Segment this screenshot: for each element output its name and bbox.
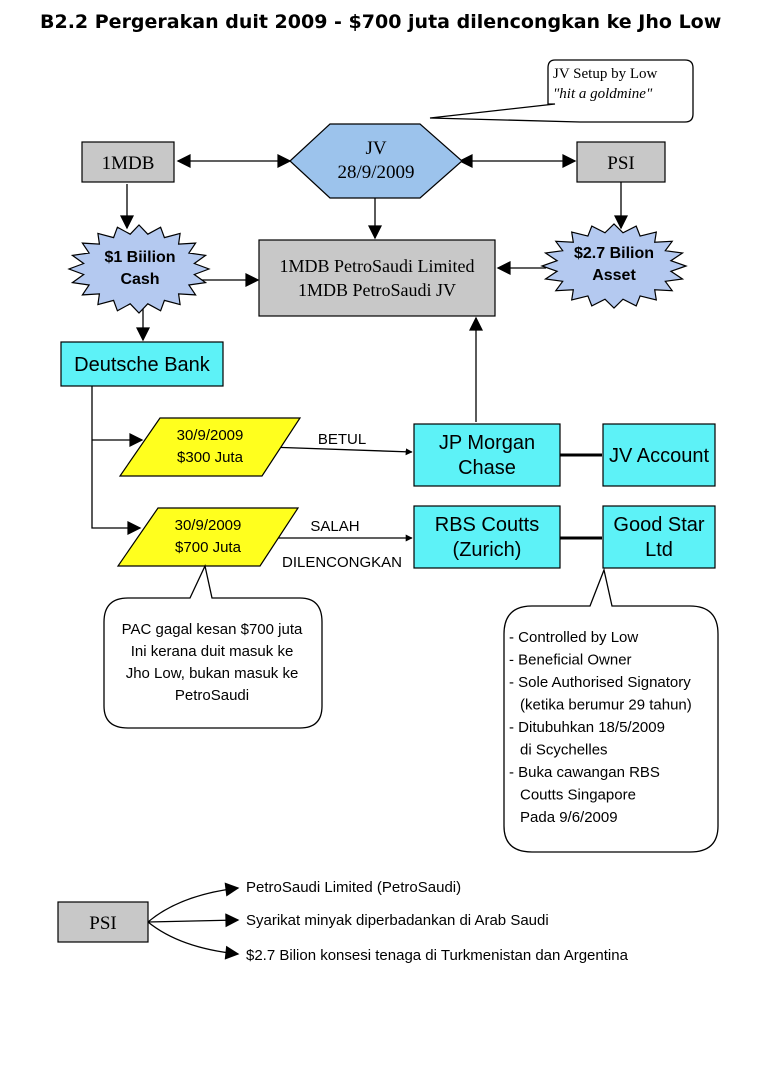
legend-arrow-1 [147,882,240,923]
good-star-note-line: - Controlled by Low [509,629,638,646]
legend-item-1: PetroSaudi Limited (PetroSaudi) [246,879,461,896]
jp-morgan-line-2: Chase [458,457,516,479]
cash-label: Cash [120,271,159,288]
node-transfer-300: 30/9/2009 $300 Juta [118,417,302,477]
node-petrosaudi-jv: 1MDB PetroSaudi Limited 1MDB PetroSaudi … [258,239,496,317]
good-star-notes-callout: - Controlled by Low - Beneficial Owner - S… [503,567,719,853]
node-jv: JV 28/9/2009 [289,123,463,199]
node-transfer-700: 30/9/2009 $700 Juta [116,507,300,567]
node-jv-account: JV Account [602,423,716,487]
node-1mdb: 1MDB [81,141,175,183]
jp-morgan-line-1: JP Morgan [439,432,535,454]
node-good-star: Good Star Ltd [602,505,716,569]
pac-line-1: PAC gagal kesan $700 juta [122,621,303,638]
node-1mdb-label: 1MDB [102,153,155,174]
node-asset-burst: $2.7 Bilion Asset [540,223,688,309]
edge-label-betul: BETUL [318,431,366,448]
transfer-300-amount: $300 Juta [177,449,244,466]
good-star-note-line: - Beneficial Owner [509,652,632,669]
jv-account-label: JV Account [609,445,710,467]
good-star-note-line: Pada 9/6/2009 [520,809,618,826]
jv-setup-line-1: JV Setup by Low [553,66,657,82]
node-deutsche-bank: Deutsche Bank [60,341,224,387]
node-jp-morgan: JP Morgan Chase [413,423,561,487]
good-star-note-line: (ketika berumur 29 tahun) [520,697,692,714]
good-star-note-line: - Ditubuhkan 18/5/2009 [509,719,665,736]
good-star-note-line: di Scychelles [520,742,608,759]
good-star-line-1: Good Star [613,514,705,536]
diagram-title: B2.2 Pergerakan duit 2009 - $700 juta di… [40,11,721,33]
jv-setup-line-2: "hit a goldmine" [553,86,653,102]
connectors [91,154,628,542]
transfer-700-amount: $700 Juta [175,539,242,556]
pac-line-2: Ini kerana duit masuk ke [131,643,294,660]
legend-psi-box [57,901,149,943]
legend-item-3: $2.7 Bilion konsesi tenaga di Turkmenist… [246,947,629,964]
transfer-300-date: 30/9/2009 [177,427,244,444]
pac-callout: PAC gagal kesan $700 juta Ini kerana dui… [103,563,323,729]
edge-deutsche-700 [91,386,142,535]
transfer-700-date: 30/9/2009 [175,517,242,534]
deutsche-bank-label: Deutsche Bank [74,354,211,376]
pac-line-4: PetroSaudi [175,687,249,704]
rbs-line-1: RBS Coutts [435,514,539,536]
node-cash-burst: $1 Biilion Cash [67,224,211,314]
legend: PSI PetroSaudi Limited (PetroSaudi) Syar… [57,879,629,964]
good-star-note-line: - Sole Authorised Signatory [509,674,691,691]
asset-label: Asset [592,267,636,284]
node-psi: PSI [576,141,666,183]
asset-amount: $2.7 Bilion [574,245,654,262]
jv-setup-callout: JV Setup by Low "hit a goldmine" [429,59,694,123]
node-psi-label: PSI [607,153,634,174]
rbs-line-2: (Zurich) [453,539,522,561]
edge-300-jpmorgan [267,446,413,456]
legend-arrow-3 [147,921,240,960]
edge-label-dilencongkan: DILENCONGKAN [282,554,402,571]
petrosaudi-limited-label: 1MDB PetroSaudi Limited [280,256,475,276]
legend-psi-label: PSI [89,913,116,934]
pac-line-3: Jho Low, bukan masuk ke [126,665,299,682]
good-star-note-line: Coutts Singapore [520,787,636,804]
node-rbs-coutts: RBS Coutts (Zurich) [413,505,561,569]
node-jv-date: 28/9/2009 [337,162,414,183]
edge-label-salah: SALAH [310,518,359,535]
good-star-line-2: Ltd [645,539,673,561]
legend-item-2: Syarikat minyak diperbadankan di Arab Sa… [246,912,549,929]
node-jv-label: JV [365,138,386,159]
good-star-note-line: - Buka cawangan RBS [509,764,660,781]
petrosaudi-jv-label: 1MDB PetroSaudi JV [298,280,456,300]
legend-arrow-2 [147,913,240,928]
cash-amount: $1 Biilion [104,249,175,266]
